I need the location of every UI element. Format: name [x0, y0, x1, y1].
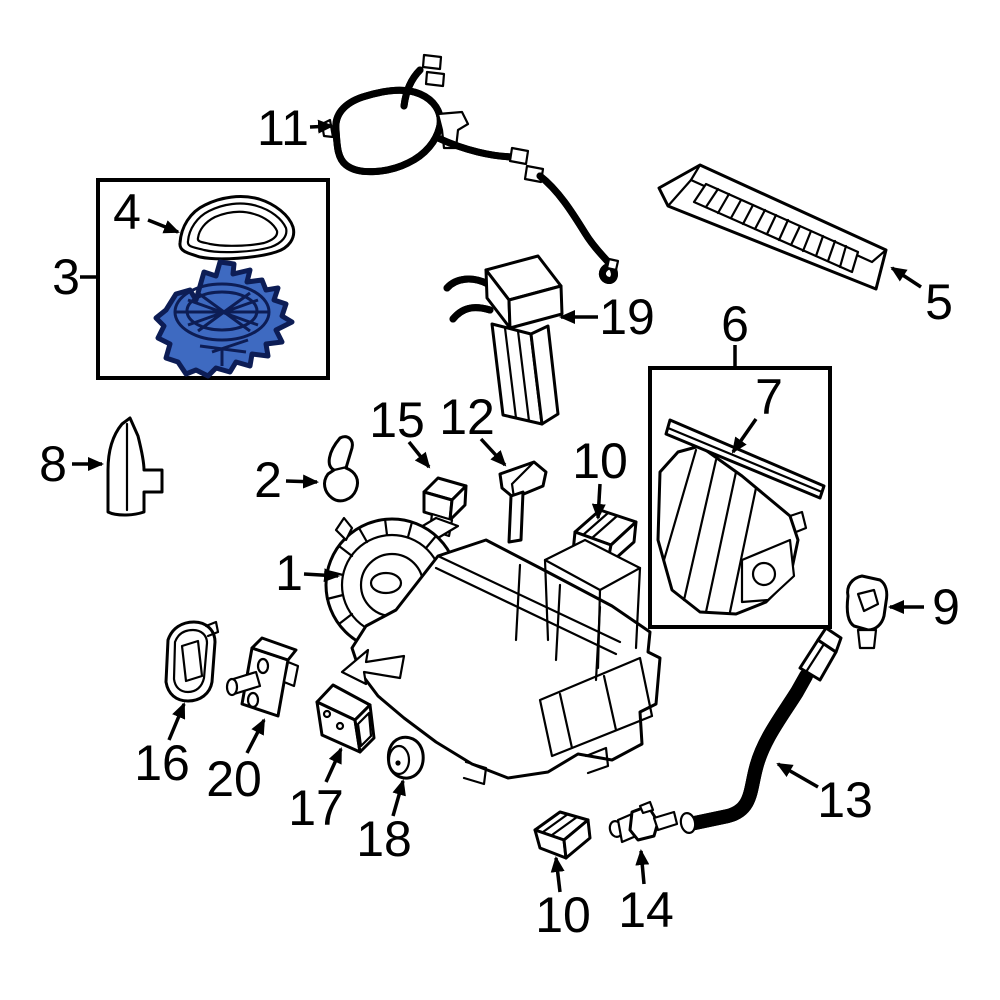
part-1-hvac-housing: [324, 516, 662, 786]
callout-leader-15: [407, 440, 431, 469]
callout-arrows: [72, 119, 924, 893]
part-5-cowl-grille: [657, 163, 888, 291]
callout-leader-16: [167, 702, 186, 741]
callout-leader-20: [245, 718, 266, 754]
callout-label-15: 15: [369, 392, 425, 448]
callout-leader-7: [731, 417, 758, 454]
callout-label-12: 12: [439, 389, 495, 445]
callout-leader-10: [550, 856, 565, 893]
part-9-grommet: [845, 574, 889, 650]
part-12-sensor-probe: [498, 460, 548, 544]
callout-label-10-b: 10: [535, 887, 591, 943]
part-13-hose: [679, 626, 843, 834]
callout-label-20: 20: [206, 751, 262, 807]
part-17-bracket: [315, 683, 376, 754]
callout-label-7: 7: [755, 369, 783, 425]
callout-label-3: 3: [52, 249, 80, 305]
callout-label-18: 18: [356, 811, 412, 867]
part-20-expansion-valve: [225, 636, 300, 718]
part-16-seal: [164, 620, 220, 703]
callout-label-11: 11: [257, 100, 309, 156]
callout-label-10: 10: [572, 433, 628, 489]
callout-leader-12: [479, 437, 507, 467]
callout-leader-5: [890, 266, 922, 289]
part-11-wiring-harness: [320, 53, 620, 281]
callout-label-2: 2: [254, 452, 282, 508]
callout-label-17: 17: [288, 780, 344, 836]
callout-leader-4: [147, 218, 180, 234]
callout-label-19: 19: [599, 289, 655, 345]
part-3-blower-motor-highlight: [153, 259, 295, 379]
callout-leader-14: [635, 849, 650, 885]
part-19-heater-core: [443, 254, 564, 426]
callout-leader-18: [391, 779, 406, 817]
callout-label-14: 14: [618, 882, 674, 938]
callout-label-5: 5: [925, 274, 953, 330]
callout-label-13: 13: [817, 772, 873, 828]
part-18-grommet: [386, 735, 425, 780]
callout-label-16: 16: [134, 735, 190, 791]
callout-leader-10: [591, 483, 606, 520]
part-14-valve: [608, 800, 679, 844]
callout-leader-17: [324, 747, 343, 783]
part-4-seal: [178, 195, 296, 261]
callout-leader-1: [303, 568, 340, 583]
callout-label-1: 1: [275, 545, 303, 601]
part-8-bracket: [106, 416, 164, 517]
callout-label-6: 6: [721, 296, 749, 352]
callout-label-8: 8: [39, 436, 67, 492]
callout-label-9: 9: [932, 579, 960, 635]
part-10-block-lower: [533, 810, 592, 860]
callout-leader-11: [309, 119, 334, 134]
part-2-clip: [323, 435, 360, 503]
callout-leader-13: [776, 762, 819, 789]
callout-leader-2: [285, 474, 319, 489]
callout-label-4: 4: [113, 184, 141, 240]
part-7-seal-strip: [664, 418, 826, 500]
